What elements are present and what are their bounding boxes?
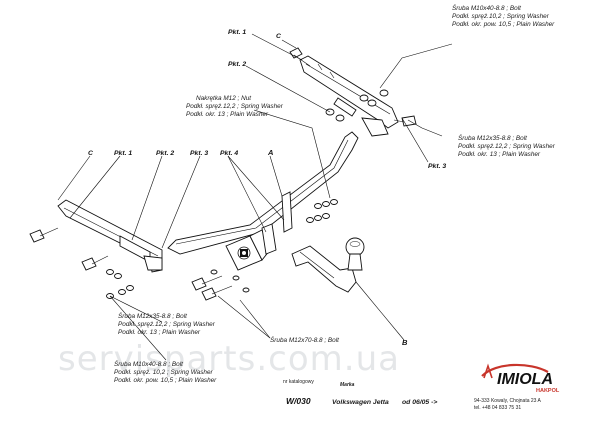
callout-top-right: Śruba M10x40-8.8 ; Bolt Podkł. spręż.10,… [452, 3, 555, 28]
label-pkt3-left: Pkt. 3 [190, 150, 208, 157]
fasteners-bottom [191, 269, 250, 301]
catalog-number-caption: nr katalogowy [283, 379, 314, 385]
brand-phone: tel. +48 04 833 75 31 [474, 405, 521, 411]
svg-text:Podkł. spręż.12,2 ; Spring Wa: Podkł. spręż.12,2 ; Spring Washer [186, 103, 284, 110]
brand-address: 94-333 Kowaly, Chojnata 23 A [474, 398, 542, 404]
callout-left-bottom: Śruba M10x40-8.8 ; Bolt Podkł. spręż. 10… [114, 359, 217, 384]
label-pkt4-left: Pkt. 4 [220, 150, 238, 157]
brand-subtitle: HAKPOL [536, 388, 560, 394]
svg-text:Podkł. okr. pow. 10,5 ; Plain: Podkł. okr. pow. 10,5 ; Plain Washer [452, 21, 555, 28]
svg-text:Podkł. spręż. 10,2 ; Spring W: Podkł. spręż. 10,2 ; Spring Washer [114, 369, 214, 376]
fasteners-left [29, 227, 134, 299]
label-b: B [402, 338, 408, 347]
svg-text:Śruba M12x35-8.8 ; Bolt: Śruba M12x35-8.8 ; Bolt [118, 311, 187, 320]
title-block: nr katalogowy W/030 Marka Volkswagen Jet… [283, 379, 437, 406]
svg-text:Podkł. spręż.10,2 ; Spring Wa: Podkł. spręż.10,2 ; Spring Washer [452, 13, 550, 20]
make-caption: Marka [340, 382, 355, 388]
fasteners-top-right [289, 47, 417, 127]
right-mounting-bracket [299, 55, 399, 137]
callout-left-mid: Śruba M12x35-8.8 ; Bolt Podkł. spręż.12,… [118, 311, 216, 336]
label-c-top: C [276, 33, 281, 40]
brand-name: IMIOLA [497, 371, 553, 388]
svg-text:Podkł. okr. pow. 10,5 ; Plain: Podkł. okr. pow. 10,5 ; Plain Washer [114, 377, 217, 384]
leader-lines [57, 33, 453, 361]
svg-text:Śruba M12x35-8.8 ; Bolt: Śruba M12x35-8.8 ; Bolt [458, 133, 527, 142]
vehicle-model: Volkswagen Jetta [332, 399, 389, 406]
svg-text:Podkł. spręż.12,2 ; Spring Wa: Podkł. spręż.12,2 ; Spring Washer [118, 321, 216, 328]
callout-bottom-bolt: Śruba M12x70-8.8 ; Bolt [270, 335, 339, 344]
callout-nut: Nakrętka M12 ; Nut Podkł. spręż.12,2 ; S… [186, 95, 284, 118]
production-period: od 06/05 -> [402, 399, 437, 406]
label-pkt1-top: Pkt. 1 [228, 29, 246, 36]
brand-logo: IMIOLA HAKPOL 94-333 Kowaly, Chojnata 23… [474, 363, 560, 411]
svg-text:Podkł. okr. 13 ; Plain Washer: Podkł. okr. 13 ; Plain Washer [458, 151, 541, 158]
svg-text:Podkł. spręż.12,2 ; Spring Wa: Podkł. spręż.12,2 ; Spring Washer [458, 143, 556, 150]
label-pkt2-left: Pkt. 2 [156, 150, 174, 157]
svg-text:Śruba M12x70-8.8 ; Bolt: Śruba M12x70-8.8 ; Bolt [270, 335, 339, 344]
watermark-text: servisparts.com.ua [58, 339, 400, 379]
svg-text:Podkł. okr. 13 ; Plain Washer: Podkł. okr. 13 ; Plain Washer [118, 329, 201, 336]
label-pkt1-left: Pkt. 1 [114, 150, 132, 157]
svg-text:Nakrętka M12 ; Nut: Nakrętka M12 ; Nut [196, 95, 251, 102]
tow-ball-neck [291, 237, 365, 293]
svg-text:Śruba M10x40-8.8 ; Bolt: Śruba M10x40-8.8 ; Bolt [114, 359, 183, 368]
model-code: W/030 [286, 396, 311, 406]
left-mounting-bracket [57, 199, 163, 273]
svg-text:Podkł. okr. 13 ; Plain Washer: Podkł. okr. 13 ; Plain Washer [186, 111, 269, 118]
label-pkt3-right: Pkt. 3 [428, 163, 446, 170]
label-c-left: C [88, 150, 93, 157]
svg-text:Śruba M10x40-8.8 ; Bolt: Śruba M10x40-8.8 ; Bolt [452, 3, 521, 12]
label-pkt2-top: Pkt. 2 [228, 61, 246, 68]
label-a: A [267, 148, 273, 157]
callout-mid-right: Śruba M12x35-8.8 ; Bolt Podkł. spręż.12,… [458, 133, 556, 158]
